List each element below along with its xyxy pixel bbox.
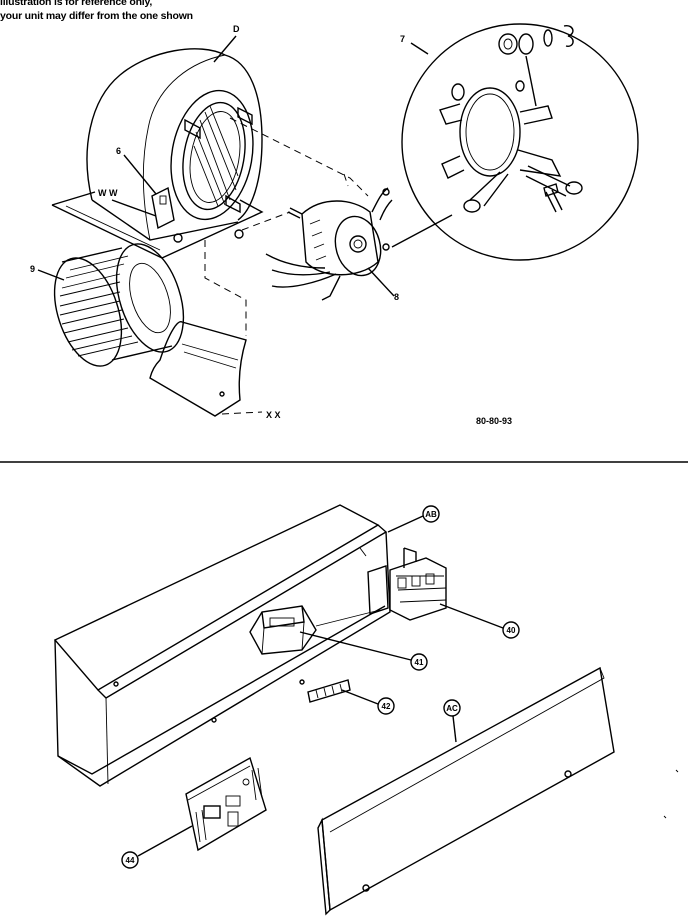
svg-text:AB: AB [425,510,437,519]
callout-transformer: 41 [299,631,428,671]
callout-board: 44 [121,825,193,869]
transformer [249,605,381,655]
label-wheel: 9 [30,264,35,274]
contactor [367,547,447,621]
callout-contactor: 40 [439,603,520,639]
svg-text:40: 40 [507,626,516,635]
control-box-cover [53,504,391,787]
label-ww: W W [98,188,118,198]
label-mount: 7 [400,34,405,44]
label-motor: 8 [394,292,399,302]
edge-mark [663,769,679,819]
svg-text:44: 44 [126,856,135,865]
blower-motor [229,117,453,301]
access-panel [317,666,615,916]
svg-text:42: 42 [382,702,391,711]
terminal-strip [307,679,351,703]
svg-text:41: 41 [415,658,424,667]
label-strap: 6 [116,146,121,156]
blower-housing [51,48,264,259]
reference-note-line1: illustration is for reference only, [0,0,153,8]
diagram-ref-code: 80-80-93 [476,416,512,426]
label-housing: D [233,24,240,34]
blower-wheel [53,243,185,367]
housing-cutoff-panel [149,240,263,417]
motor-mount-detail [401,23,639,261]
reference-note-line2: your unit may differ from the one shown [0,10,193,22]
control-board [185,756,267,852]
svg-text:AC: AC [446,704,458,713]
callout-terminal: 42 [341,689,395,715]
label-xx: X X [266,410,281,420]
callout-panel: AC [443,699,461,743]
callout-cover: AB [387,505,440,533]
